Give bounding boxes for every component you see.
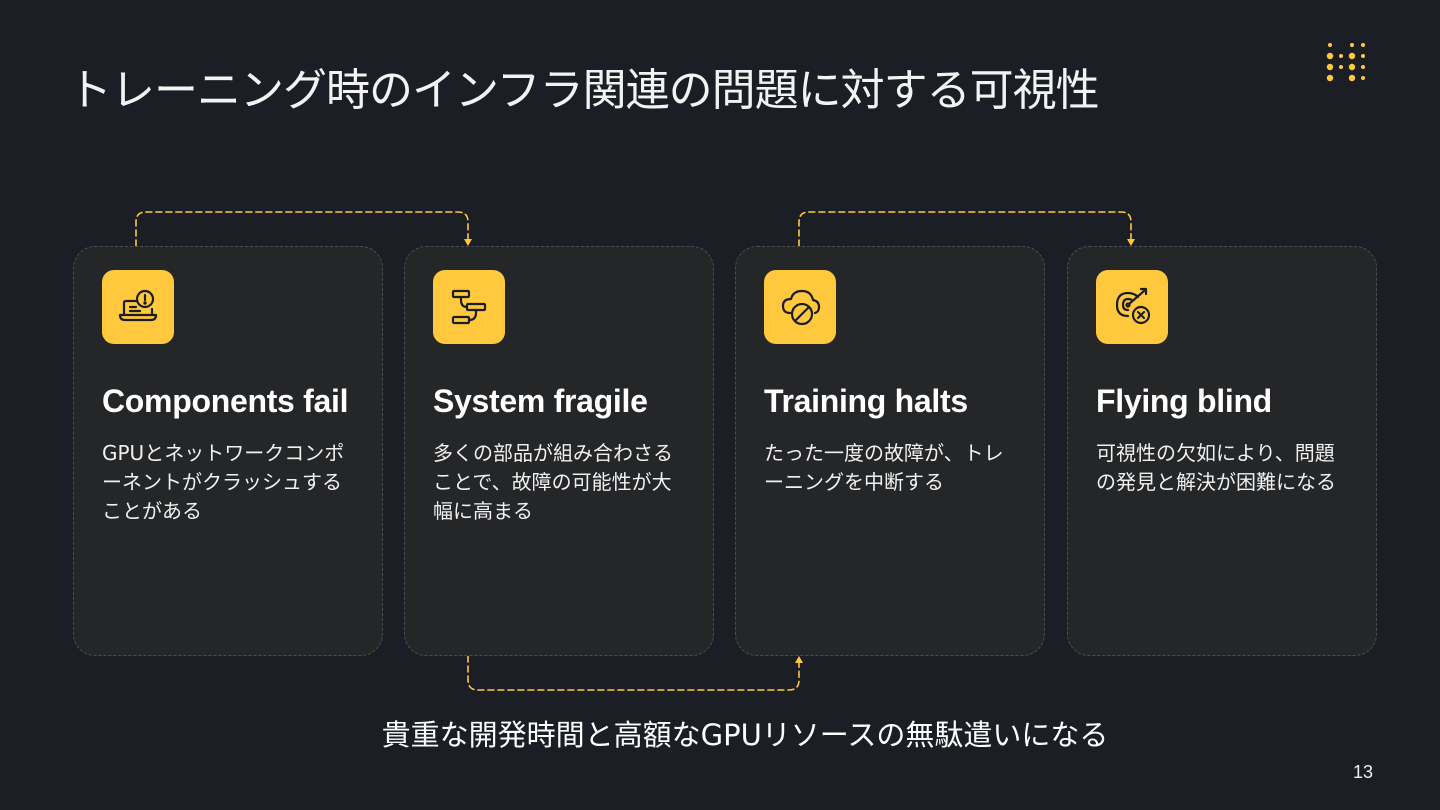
card-training-halts: Training halts たった一度の故障が、トレーニングを中断する bbox=[735, 246, 1045, 656]
connector-bottom bbox=[467, 655, 800, 691]
arrowhead-top-right bbox=[1127, 239, 1135, 246]
card-title: Flying blind bbox=[1096, 383, 1272, 419]
target-miss-icon bbox=[1096, 270, 1168, 344]
card-system-fragile: System fragile 多くの部品が組み合わさることで、故障の可能性が大幅… bbox=[404, 246, 714, 656]
slide-title: トレーニング時のインフラ関連の問題に対する可視性 bbox=[68, 65, 1100, 116]
logo-icon bbox=[1326, 43, 1365, 82]
card-flying-blind: Flying blind 可視性の欠如により、問題の発見と解決が困難になる bbox=[1067, 246, 1377, 656]
card-components-fail: Components fail GPUとネットワークコンポーネントがクラッシュす… bbox=[73, 246, 383, 656]
cloud-blocked-icon bbox=[764, 270, 836, 344]
flowchart-icon bbox=[433, 270, 505, 344]
summary-text: 貴重な開発時間と高額なGPUリソースの無駄遣いになる bbox=[381, 718, 1109, 752]
card-title: System fragile bbox=[433, 383, 648, 419]
card-description: たった一度の故障が、トレーニングを中断する bbox=[764, 441, 1004, 494]
card-description: 可視性の欠如により、問題の発見と解決が困難になる bbox=[1096, 441, 1336, 494]
card-description: GPUとネットワークコンポーネントがクラッシュすることがある bbox=[102, 441, 345, 523]
card-title: Training halts bbox=[764, 383, 968, 419]
connector-top-left bbox=[135, 211, 469, 247]
card-title: Components fail bbox=[102, 383, 349, 419]
arrowhead-top-left bbox=[464, 239, 472, 246]
card-description: 多くの部品が組み合わさることで、故障の可能性が大幅に高まる bbox=[433, 441, 673, 523]
page-number: 13 bbox=[1352, 762, 1373, 782]
connector-top-right bbox=[798, 211, 1132, 247]
arrowhead-bottom bbox=[795, 656, 803, 663]
laptop-alert-icon bbox=[102, 270, 174, 344]
